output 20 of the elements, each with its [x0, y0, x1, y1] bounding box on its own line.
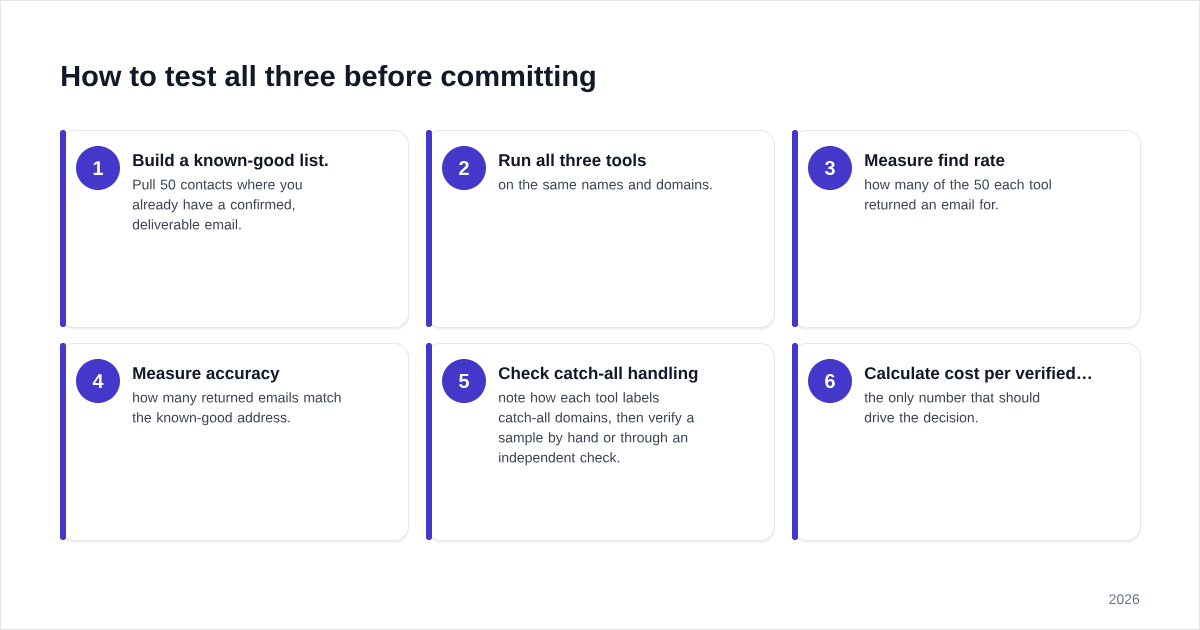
step-heading: Calculate cost per verified… [864, 366, 1091, 383]
step-description: the only number that should drive the decision. [864, 392, 1040, 423]
step-heading: Measure find rate [865, 153, 1005, 167]
step-description: on the same names and domains. [498, 179, 712, 190]
step-description: note how each tool labels catch-all domains, then verify a sample by hand or through an independent check. [498, 392, 695, 466]
number-badge: 1 [76, 146, 120, 190]
year-label: 2026 [1109, 594, 1140, 605]
number-badge: 4 [76, 359, 120, 403]
title: How to test all three before committing [62, 65, 595, 93]
step-description: how many of the 50 each tool returned an email for. [865, 179, 1051, 210]
step-heading: Measure accuracy [133, 367, 280, 383]
number-badge: 6 [808, 359, 852, 403]
step-heading: Check catch-all handling [498, 366, 698, 383]
step-heading: Build a known-good list. [133, 153, 328, 170]
number-badge: 5 [442, 359, 486, 403]
step-description: Pull 50 contacts where you already have a confirmed, deliverable email. [132, 179, 302, 230]
number-badge: 3 [808, 146, 852, 190]
number-badge: 2 [442, 146, 486, 190]
step-description: how many returned emails match the known-good address. [132, 392, 341, 426]
step-heading: Run all three tools [499, 153, 646, 167]
